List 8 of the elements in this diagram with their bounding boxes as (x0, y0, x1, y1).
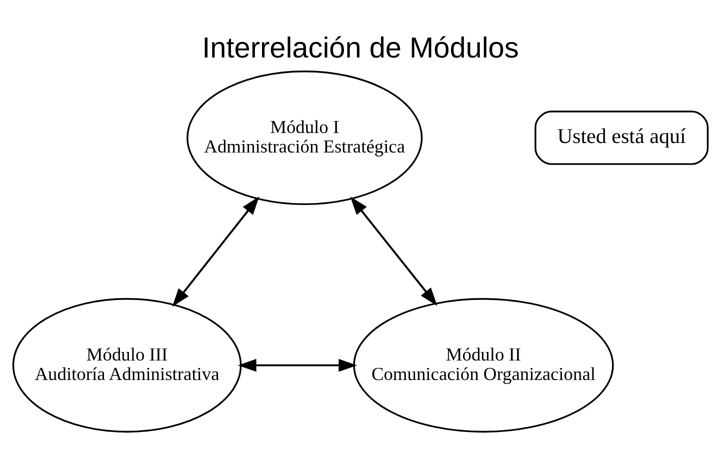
arrow (238, 358, 358, 372)
arrow (350, 196, 438, 306)
node-ellipse: Módulo III Auditoría Administrativa (12, 298, 242, 433)
node-box: Usted está aquí (534, 110, 709, 165)
arrow (172, 196, 260, 307)
node-ellipse: Módulo I Administración Estratégica (186, 70, 423, 206)
node-ellipse: Módulo II Comunicación Organizacional (353, 298, 614, 433)
diagram-title: Interrelación de Módulos (202, 32, 519, 65)
